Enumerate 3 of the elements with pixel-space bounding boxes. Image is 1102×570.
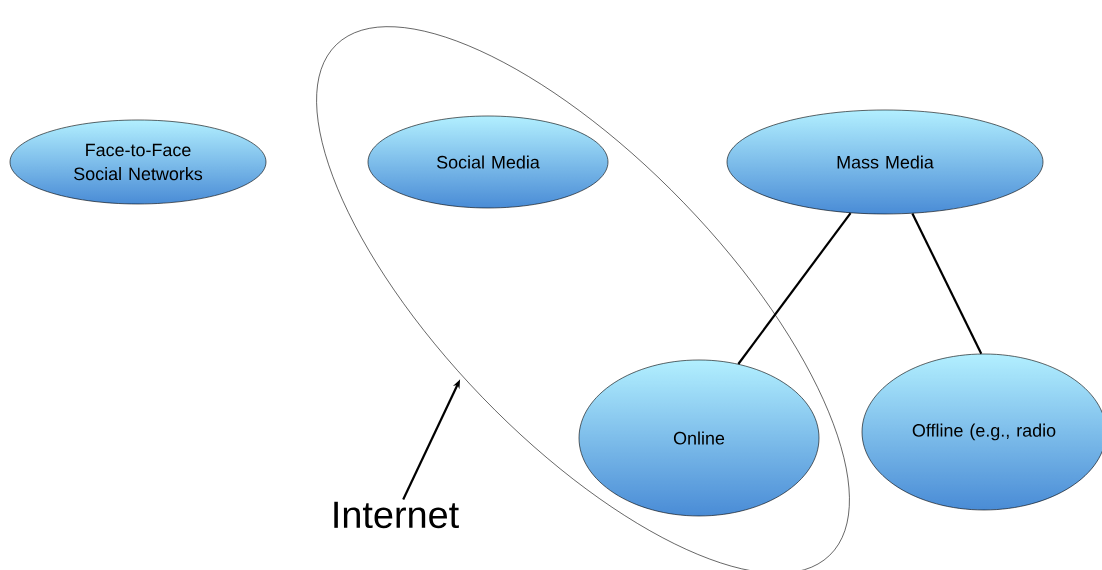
connector-line [737,212,852,365]
connector-line [911,213,983,355]
group-label: Internet [334,501,459,529]
